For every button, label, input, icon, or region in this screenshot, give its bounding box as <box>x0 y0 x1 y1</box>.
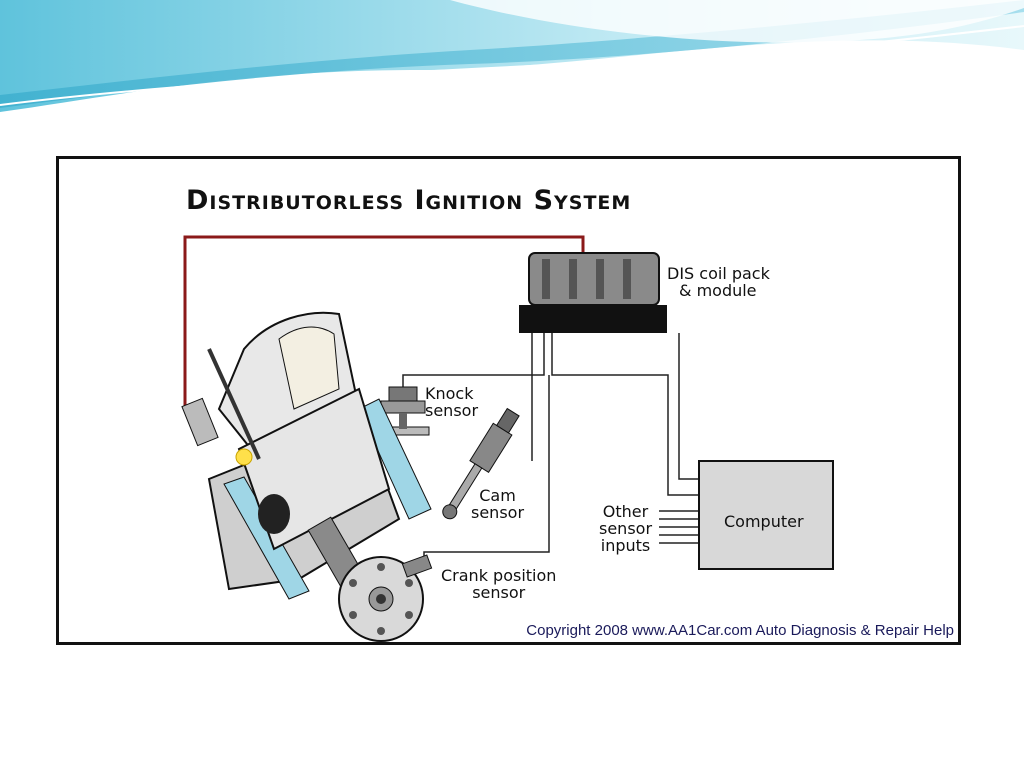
cam-sensor-label-line2: sensor <box>471 503 525 522</box>
diagram-title: Distributorless Ignition System <box>186 185 632 216</box>
coil-pack <box>519 252 667 333</box>
other-inputs-label: Other sensor inputs <box>599 503 652 554</box>
coil-pack-label-line2: & module <box>679 281 757 300</box>
cam-sensor-label-line1: Cam <box>479 486 516 505</box>
copyright-notice: Copyright 2008 www.AA1Car.com Auto Diagn… <box>526 622 954 639</box>
crank-wheel <box>338 554 433 642</box>
computer-box <box>698 460 834 570</box>
cam-sensor-label: Cam sensor <box>471 487 524 521</box>
signal-wires <box>402 333 699 564</box>
cam-sensor-shape <box>442 407 520 520</box>
knock-sensor-label: Knock sensor <box>425 385 478 419</box>
coil-pack-label: DIS coil pack & module <box>667 265 770 299</box>
knock-sensor-label-line1: Knock <box>425 384 474 403</box>
knock-sensor-label-line2: sensor <box>425 401 479 420</box>
other-inputs-label-line1: Other <box>602 502 649 521</box>
crank-sensor-label-line1: Crank position <box>441 566 557 585</box>
crank-sensor-label-line2: sensor <box>472 583 526 602</box>
engine-cutaway <box>181 311 432 600</box>
crank-sensor-label: Crank position sensor <box>441 567 556 601</box>
diagram-frame: Distributorless Ignition System DIS coil… <box>56 156 961 645</box>
coil-pack-label-line1: DIS coil pack <box>667 264 770 283</box>
computer-label: Computer <box>724 512 804 531</box>
other-inputs-label-line3: inputs <box>600 536 651 555</box>
other-inputs-label-line2: sensor <box>599 519 653 538</box>
ignition-diagram <box>181 235 834 642</box>
